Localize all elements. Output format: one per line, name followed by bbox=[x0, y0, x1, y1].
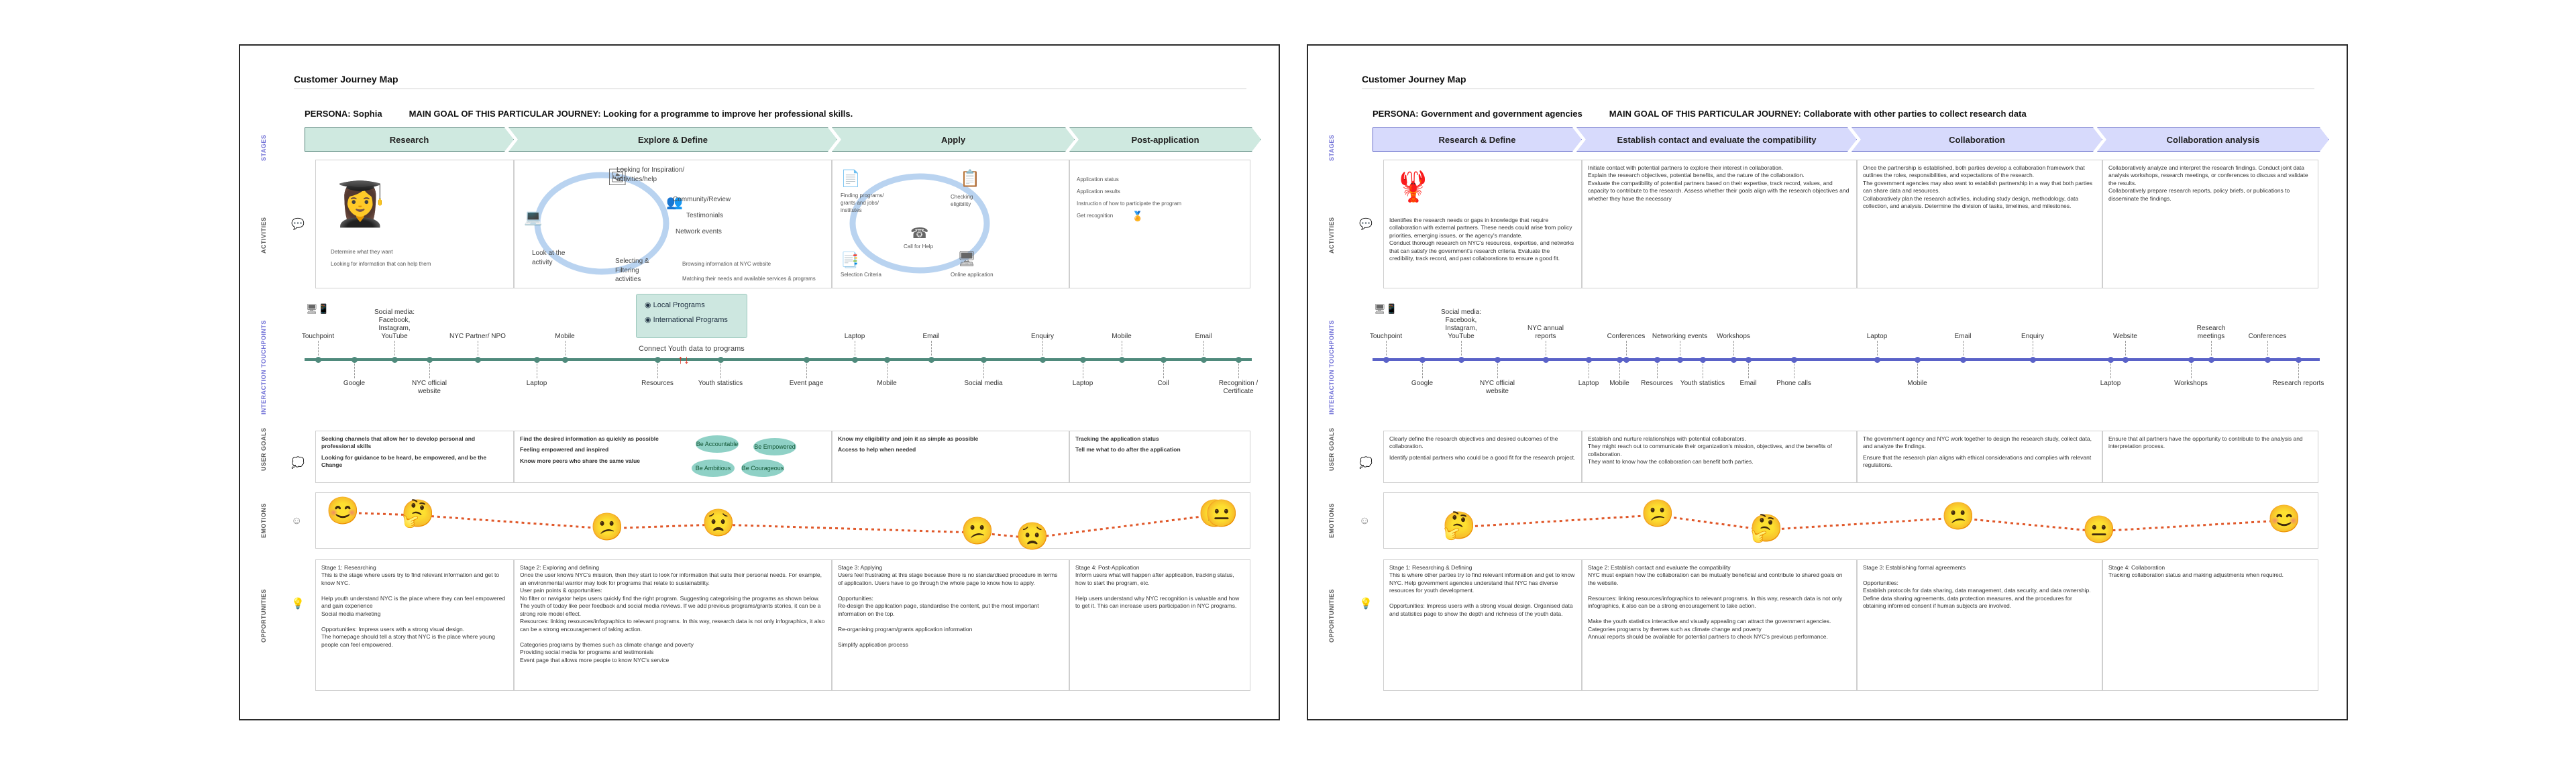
opportunity-research: Stage 1: Researching & Defining This is … bbox=[1383, 559, 1582, 691]
emotion-confused-face: 😕 bbox=[1641, 500, 1670, 530]
emotion-worried-face: 😟 bbox=[1016, 523, 1045, 553]
opportunity-collab: Stage 3: Establishing formal agreements … bbox=[1857, 559, 2102, 691]
emotion-happy-face: 😊 bbox=[326, 498, 356, 527]
journey-map-government: Customer Journey Map PERSONA: Government… bbox=[1307, 44, 2348, 720]
opportunity-analysis: Stage 4: Collaboration Tracking collabor… bbox=[2102, 559, 2318, 691]
emotion-thinking-face: 🤔 bbox=[401, 500, 431, 530]
emotion-thinking-face: 🤔 bbox=[1442, 512, 1472, 542]
opportunity-apply: Stage 3: Applying Users feel frustrating… bbox=[832, 559, 1069, 691]
emotion-neutral-face: 😐 bbox=[2082, 516, 2112, 546]
opportunity-post: Stage 4: Post-Application Inform users w… bbox=[1069, 559, 1250, 691]
opportunity-establish: Stage 2: Establish contact and evaluate … bbox=[1582, 559, 1857, 691]
emotion-worried-face: 😟 bbox=[702, 510, 731, 539]
emotion-thinking-face: 🤔 bbox=[1750, 515, 1779, 545]
emotion-confused-face: 😕 bbox=[961, 518, 990, 547]
emotion-confused-face: 😕 bbox=[1941, 503, 1971, 533]
emotion-happy-face: 😊 bbox=[2267, 506, 2297, 535]
opportunity-research: Stage 1: Researching This is the stage w… bbox=[315, 559, 514, 691]
emotion-line bbox=[341, 512, 1220, 538]
emotion-confused-face: 😕 bbox=[590, 514, 620, 543]
opportunity-explore: Stage 2: Exploring and defining Once the… bbox=[514, 559, 832, 691]
emotion-line bbox=[1457, 515, 2282, 531]
emotion-neutral-face: 😐 bbox=[1205, 500, 1234, 530]
